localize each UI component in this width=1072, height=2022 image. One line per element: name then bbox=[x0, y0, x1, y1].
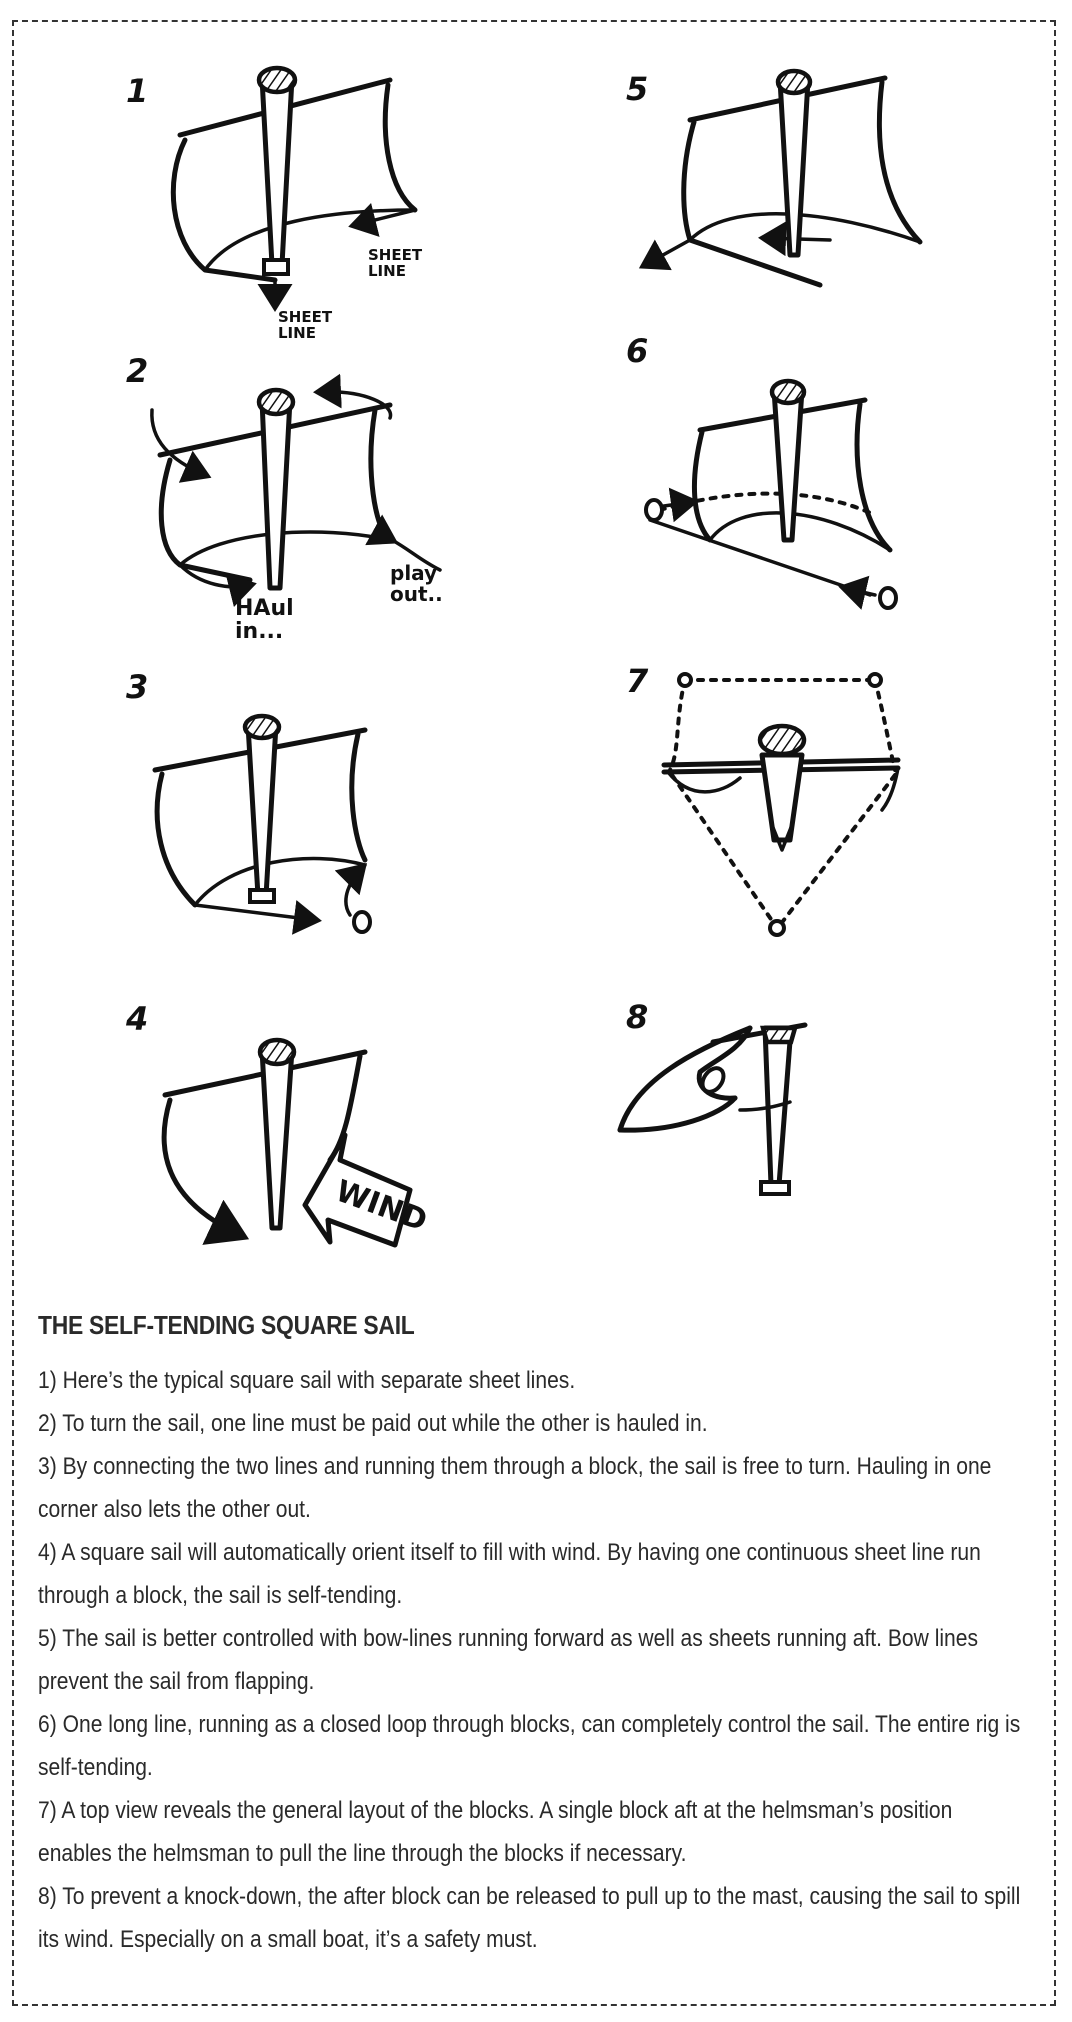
caption-step-1: 1) Here’s the typical square sail with s… bbox=[38, 1367, 576, 1394]
caption-step-8: 8) To prevent a knock-down, the after bl… bbox=[38, 1883, 1021, 1953]
mast bbox=[259, 75, 295, 268]
panel-number-3: 3 bbox=[126, 668, 149, 706]
diagram-panel-4: WIND bbox=[150, 1030, 440, 1275]
caption: THE SELF-TENDING SQUARE SAIL 1) Here’s t… bbox=[38, 1310, 1028, 1961]
panel-number-8: 8 bbox=[626, 998, 649, 1036]
panel-number-1: 1 bbox=[126, 72, 149, 110]
panel-number-7: 7 bbox=[626, 662, 649, 700]
caption-step-3: 3) By connecting the two lines and runni… bbox=[38, 1453, 992, 1523]
panel-number-2: 2 bbox=[126, 352, 149, 390]
panel-number-5: 5 bbox=[626, 70, 649, 108]
sheet-arrow-right bbox=[348, 202, 417, 237]
mast-step bbox=[262, 258, 290, 276]
panel-number-4: 4 bbox=[126, 1000, 149, 1038]
mast-top bbox=[256, 65, 298, 95]
diagram-panel-7 bbox=[650, 660, 920, 950]
caption-step-2: 2) To turn the sail, one line must be pa… bbox=[38, 1410, 708, 1437]
diagram-panel-8 bbox=[615, 1010, 835, 1210]
caption-step-5: 5) The sail is better controlled with bo… bbox=[38, 1625, 979, 1695]
page-border bbox=[12, 20, 1056, 2006]
diagram-panel-5 bbox=[630, 60, 930, 300]
sail-right-edge bbox=[382, 82, 418, 213]
diagram-panel-6 bbox=[620, 370, 920, 630]
diagram-panel-3 bbox=[140, 700, 440, 950]
sail-foot bbox=[203, 208, 417, 272]
caption-step-4: 4) A square sail will automatically orie… bbox=[38, 1539, 981, 1609]
sail-left-edge bbox=[170, 137, 278, 283]
caption-title: THE SELF-TENDING SQUARE SAIL bbox=[38, 1310, 415, 1340]
caption-step-7: 7) A top view reveals the general layout… bbox=[38, 1797, 953, 1867]
panel-number-6: 6 bbox=[626, 332, 649, 370]
caption-step-6: 6) One long line, running as a closed lo… bbox=[38, 1711, 1021, 1781]
